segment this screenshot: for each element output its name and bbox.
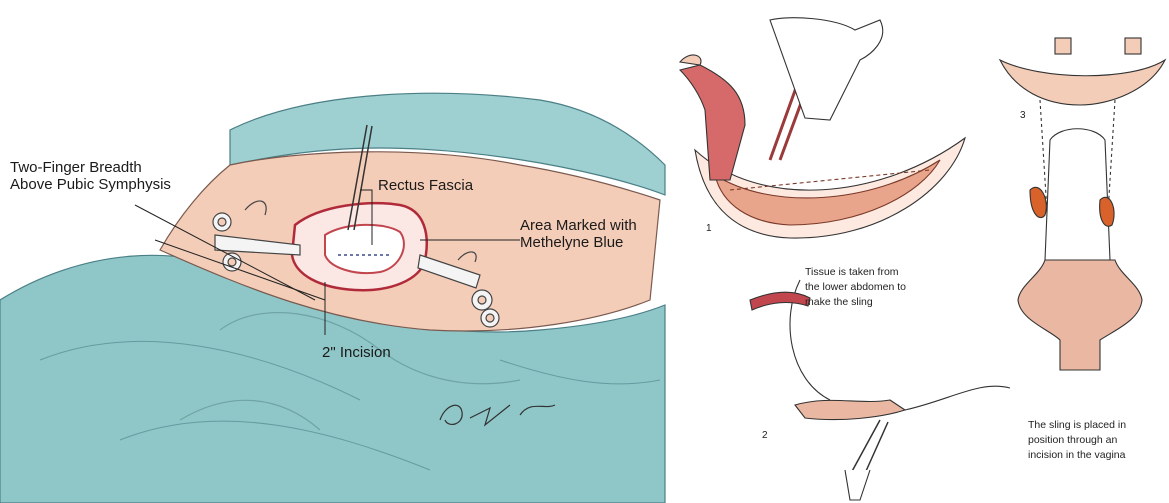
step1-number: 1 [706, 223, 712, 234]
step2-number: 2 [762, 430, 768, 441]
step2-sling-drawing [750, 280, 1010, 500]
step3-placement-drawing [1000, 38, 1165, 370]
step3-number: 3 [1020, 110, 1026, 121]
step1-harvest-drawing [680, 18, 965, 238]
caption-sling: The sling is placed in position through … [1028, 418, 1126, 464]
caption-tissue: Tissue is taken from the lower abdomen t… [805, 265, 906, 311]
